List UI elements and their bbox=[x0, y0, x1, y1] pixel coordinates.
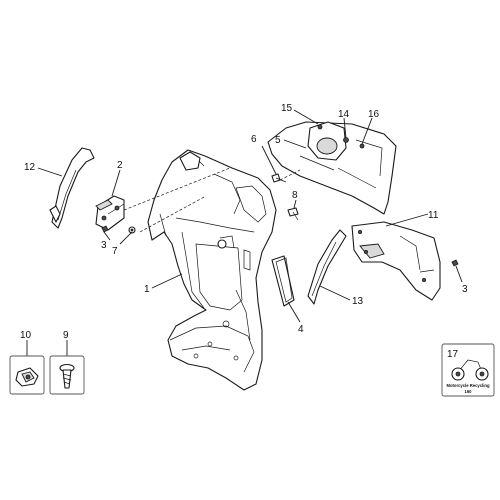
leader-12 bbox=[37, 167, 63, 177]
callout-9: 9 bbox=[63, 330, 69, 341]
leader-3b bbox=[455, 265, 463, 283]
assembly-line-upper bbox=[123, 167, 231, 211]
part-11-rear-bracket[interactable] bbox=[351, 221, 441, 301]
assembly-line-screw bbox=[279, 169, 301, 181]
part-7-washer[interactable] bbox=[128, 226, 136, 234]
leader-11 bbox=[385, 213, 429, 227]
part-1-inner-shield[interactable] bbox=[147, 149, 277, 391]
callout-16: 16 bbox=[368, 109, 380, 120]
leader-16 bbox=[361, 117, 373, 145]
callout-8: 8 bbox=[292, 190, 298, 201]
leader-8 bbox=[293, 199, 297, 209]
callout-13: 13 bbox=[352, 296, 364, 307]
callout-3-right: 3 bbox=[462, 284, 468, 295]
part-5-upper-panel[interactable] bbox=[267, 121, 397, 215]
part-4-strip[interactable] bbox=[271, 255, 295, 307]
part-3-screw-right[interactable] bbox=[451, 259, 459, 267]
callout-17: 17 bbox=[447, 349, 459, 360]
callout-4: 4 bbox=[298, 324, 304, 335]
part-3-screw-left[interactable] bbox=[101, 225, 109, 233]
callout-7: 7 bbox=[112, 246, 118, 257]
leader-3a bbox=[103, 231, 111, 241]
part-8-screw[interactable] bbox=[287, 207, 299, 221]
scooter-icon bbox=[457, 359, 483, 373]
part-2-bracket[interactable] bbox=[95, 195, 125, 231]
part-10-box[interactable] bbox=[9, 355, 45, 395]
callout-12: 12 bbox=[24, 162, 36, 173]
part-9-box[interactable] bbox=[49, 355, 85, 395]
callout-14: 14 bbox=[338, 109, 350, 120]
leader-5 bbox=[283, 139, 307, 149]
callout-11: 11 bbox=[428, 210, 439, 221]
callout-1: 1 bbox=[144, 284, 150, 295]
part-13-side-trim[interactable] bbox=[307, 229, 347, 305]
leader-6 bbox=[261, 145, 277, 175]
kit-label-line2: 160 bbox=[465, 389, 473, 394]
leader-1 bbox=[151, 273, 183, 289]
leader-4 bbox=[287, 301, 301, 323]
part-6-screw[interactable] bbox=[271, 173, 287, 183]
leader-14 bbox=[343, 117, 347, 139]
leader-13 bbox=[319, 285, 351, 301]
callout-2: 2 bbox=[117, 160, 123, 171]
callout-10: 10 bbox=[20, 330, 32, 341]
assembly-line-lower bbox=[139, 195, 207, 233]
callout-6: 6 bbox=[251, 134, 257, 145]
callout-15: 15 bbox=[281, 103, 293, 114]
leader-15 bbox=[293, 109, 319, 125]
callout-5: 5 bbox=[275, 135, 281, 146]
leader-2 bbox=[111, 169, 121, 197]
part-12-side-trim[interactable] bbox=[49, 147, 95, 229]
leader-7 bbox=[119, 231, 133, 245]
part-17-kit-box[interactable] bbox=[441, 343, 495, 397]
kit-label-line1: Motorcycle Recycling bbox=[446, 383, 489, 388]
callout-3-left: 3 bbox=[101, 240, 107, 251]
